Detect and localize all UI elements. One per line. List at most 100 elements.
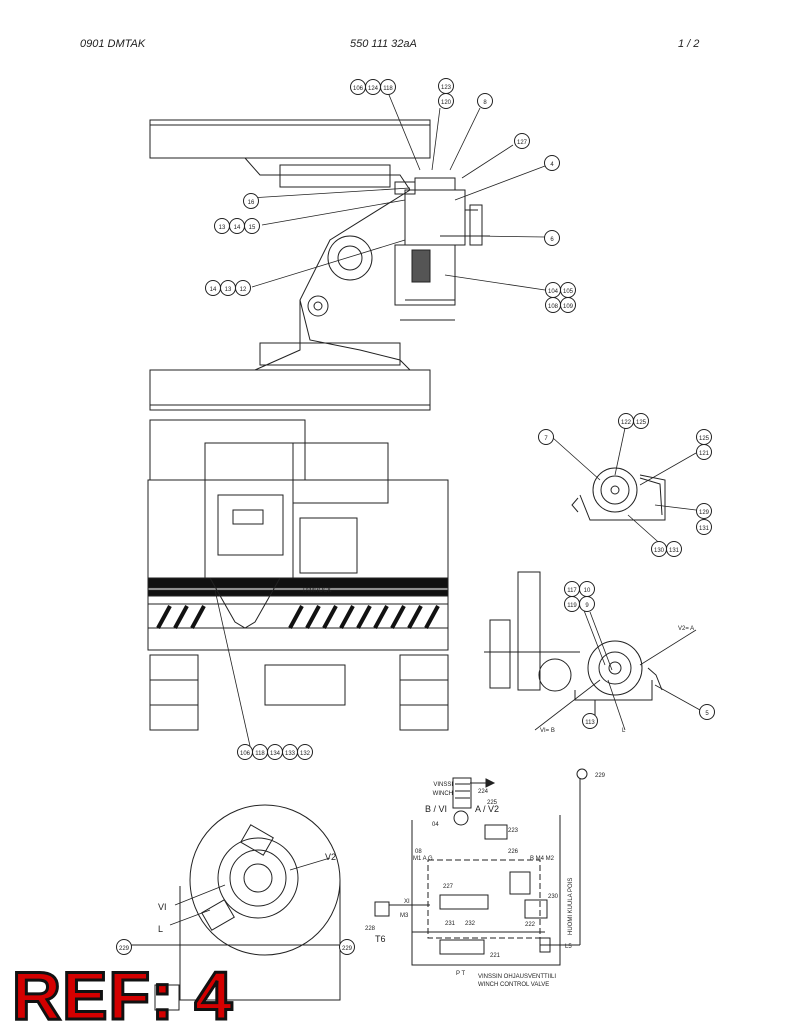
callout-circle <box>244 218 260 234</box>
callout-number: 131 <box>699 526 710 532</box>
num-221: 221 <box>490 953 501 959</box>
header-right: 1 / 2 <box>678 38 700 50</box>
side-l: L <box>622 728 626 734</box>
callout-circle <box>477 93 493 109</box>
hyd-top-label-2: WINCH <box>433 791 453 797</box>
num-228: 228 <box>365 926 376 932</box>
callout-number: 8 <box>483 100 487 106</box>
ref-stamp: REF: 4 <box>10 958 234 1034</box>
callout-number: 12 <box>240 287 247 293</box>
callout-circle <box>438 93 454 109</box>
callout-number: 6 <box>550 237 554 243</box>
hyd-xi: XI <box>404 899 410 905</box>
callout-number: 7 <box>544 436 548 442</box>
callout-number: 104 <box>548 289 559 295</box>
callout-number: 13 <box>225 287 232 293</box>
hyd-top-label-1: VINSSI <box>433 782 453 788</box>
side-v2a: V2= A <box>678 626 694 632</box>
callout-number: 109 <box>563 304 574 310</box>
callout-circle <box>243 193 259 209</box>
callout-circle <box>235 280 251 296</box>
callout-circle <box>633 413 649 429</box>
winch-side-view <box>484 571 663 718</box>
callout-number: 229 <box>119 946 130 952</box>
boom-assembly <box>149 119 490 411</box>
num-222: 222 <box>525 922 536 928</box>
callout-circle <box>514 133 530 149</box>
callout-number: 124 <box>368 86 379 92</box>
callout-number: 123 <box>441 85 452 91</box>
callout-number: 125 <box>699 436 710 442</box>
num-229: 229 <box>595 773 606 779</box>
callout-circle <box>666 541 682 557</box>
callout-circle <box>560 297 576 313</box>
hyd-valve-en: WINCH CONTROL VALVE <box>478 982 549 988</box>
callout-number: 14 <box>234 225 241 231</box>
carrier-front-view: TAMROCK <box>147 419 449 731</box>
callout-number: 105 <box>563 289 574 295</box>
callout-number: 127 <box>517 140 528 146</box>
num-227: 227 <box>443 884 454 890</box>
callout-number: 16 <box>248 200 255 206</box>
leader-lines <box>169 89 701 926</box>
callout-circle <box>582 713 598 729</box>
hyd-b-vi: B / VI <box>425 804 447 814</box>
num-230: 230 <box>548 894 559 900</box>
callout-circle <box>380 79 396 95</box>
callout-number: 134 <box>270 751 281 757</box>
callout-number: 120 <box>441 100 452 106</box>
callout-circle <box>696 519 712 535</box>
callout-number: 14 <box>210 287 217 293</box>
callout-number: 119 <box>567 603 577 609</box>
num-223: 223 <box>508 828 519 834</box>
callout-number: 15 <box>249 225 256 231</box>
header-left: 0901 DMTAK <box>80 38 146 50</box>
num-232: 232 <box>465 921 476 927</box>
callout-circle <box>696 503 712 519</box>
callout-number: 121 <box>699 451 710 457</box>
callout-number: 125 <box>636 420 647 426</box>
callout-circle <box>297 744 313 760</box>
callout-number: 117 <box>567 588 577 594</box>
callout-number: 132 <box>300 751 311 757</box>
callout-circle <box>579 596 595 612</box>
winch-v2: V2 <box>325 852 336 862</box>
callout-number: 106 <box>240 751 251 757</box>
callout-number: 122 <box>621 420 632 426</box>
callout-number: 13 <box>219 225 226 231</box>
callout-number: 4 <box>550 162 554 168</box>
side-vib: VI= B <box>540 728 555 734</box>
num-231: 231 <box>445 921 456 927</box>
callout-circle <box>696 444 712 460</box>
callout-number: 108 <box>548 304 559 310</box>
callout-number: 113 <box>585 720 595 726</box>
hyd-row-left: M1 A G <box>413 856 433 862</box>
brand-text: TAMROCK <box>302 588 332 594</box>
num-04: 04 <box>432 822 439 828</box>
callout-circle <box>116 939 132 955</box>
hyd-valve-fi: VINSSIN OHJAUSVENTTIILI <box>478 974 556 980</box>
hyd-side-text: HUOMI KUULA POIS <box>568 878 574 935</box>
callout-number: 106 <box>353 86 364 92</box>
callout-circle <box>339 939 355 955</box>
hyd-m3: M3 <box>400 913 409 919</box>
winch-drum-plan-view <box>128 804 345 1011</box>
callout-number: 5 <box>705 711 709 717</box>
winch-end-view <box>571 467 666 521</box>
callout-circle <box>699 704 715 720</box>
hyd-row-right: B M4 M2 <box>530 856 555 862</box>
hydraulic-schematic <box>374 768 588 966</box>
winch-vi: VI <box>158 902 167 912</box>
callout-number: 10 <box>584 588 591 594</box>
hyd-l5: L5 <box>565 944 572 950</box>
num-224: 224 <box>478 789 489 795</box>
callout-number: 133 <box>285 751 296 757</box>
callout-circle <box>538 429 554 445</box>
hyd-t6: T6 <box>375 934 386 944</box>
hyd-port-08: 08 <box>415 849 422 855</box>
winch-l: L <box>158 924 163 934</box>
hyd-a-v2: A / V2 <box>475 804 499 814</box>
hyd-pt: P T <box>456 971 465 977</box>
